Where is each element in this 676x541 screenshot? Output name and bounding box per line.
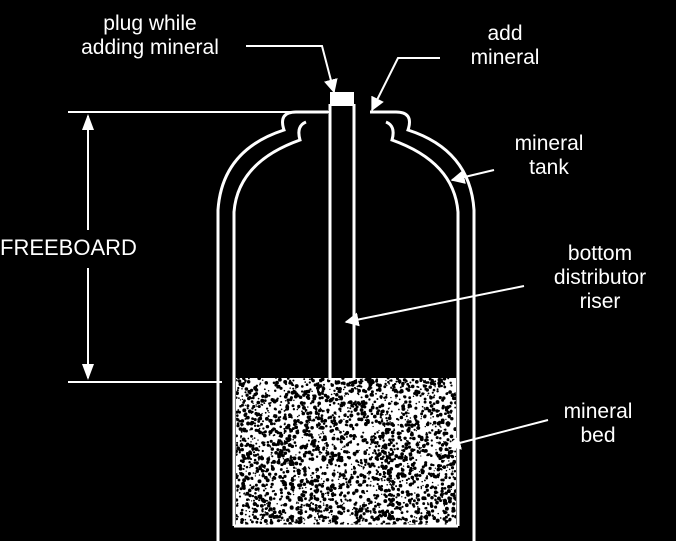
mineral-bed-leader (446, 419, 549, 450)
mineral-bed-label: mineral bed (548, 400, 648, 448)
tank-outer-wall-right (370, 110, 476, 541)
add-mineral-label: add mineral (450, 22, 560, 70)
add-mineral-leader (371, 57, 440, 112)
mineral-tank-leader (450, 169, 495, 184)
mineral-tank-label: mineral tank (494, 132, 604, 180)
plug-label-line2: adding mineral (81, 36, 219, 59)
plug-leader (246, 45, 338, 94)
riser-label-line3: riser (579, 290, 621, 313)
distributor-riser (328, 92, 356, 380)
add-mineral-label-line1: add (487, 22, 523, 45)
mineral-bed (236, 378, 456, 526)
tank-inner-wall (232, 120, 307, 526)
riser-label: bottom distributor riser (520, 242, 676, 314)
plug-label-line1: plug while (103, 12, 197, 35)
mineral-bed-label-line1: mineral (563, 400, 633, 423)
riser-leader (344, 285, 525, 327)
add-mineral-label-line2: mineral (470, 46, 540, 69)
freeboard-dimension (68, 111, 330, 383)
freeboard-label: FREEBOARD (0, 235, 137, 260)
mineral-bed-label-line2: bed (580, 424, 616, 447)
riser-label-line1: bottom (567, 242, 633, 265)
mineral-tank-label-line2: tank (529, 156, 569, 179)
tank-outer-wall (216, 110, 328, 541)
plug-label: plug while adding mineral (60, 12, 240, 60)
mineral-tank-label-line1: mineral (514, 132, 584, 155)
riser-label-line2: distributor (553, 266, 647, 289)
tank-inner-wall-right (385, 120, 460, 526)
